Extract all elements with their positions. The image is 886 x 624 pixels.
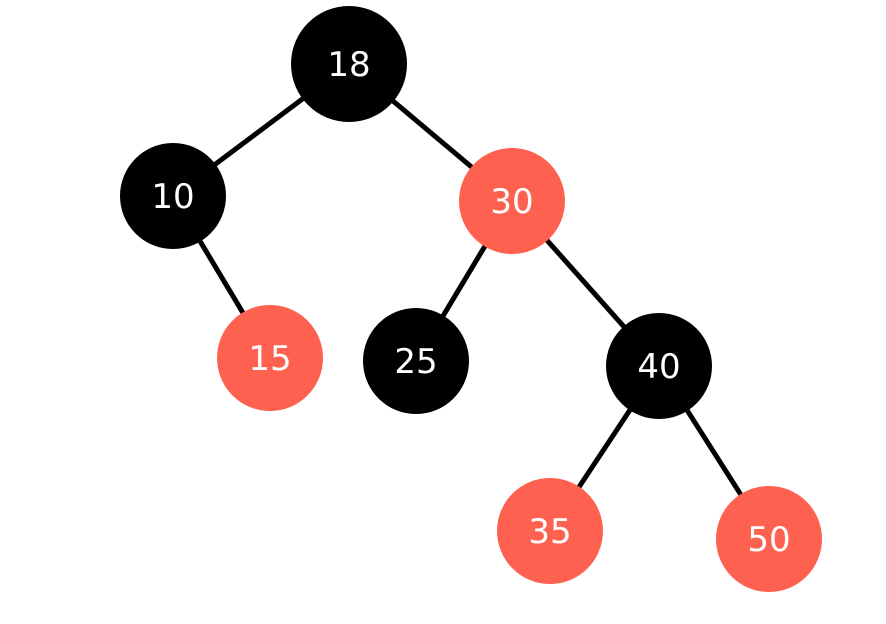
tree-nodes: 18 10 30 15 25 40 35 50 xyxy=(120,6,822,592)
node-label: 30 xyxy=(490,182,533,222)
red-node-circle xyxy=(459,148,565,254)
node-label: 18 xyxy=(327,45,370,85)
edge-30-40 xyxy=(541,234,630,333)
tree-node-40: 40 xyxy=(606,313,712,419)
tree-node-35: 35 xyxy=(497,478,603,584)
red-node-circle xyxy=(217,305,323,411)
node-label: 25 xyxy=(394,342,437,382)
tree-node-10: 10 xyxy=(120,143,226,249)
edge-40-35 xyxy=(573,403,636,494)
tree-edges xyxy=(194,93,746,501)
tree-node-25: 25 xyxy=(363,308,469,414)
edge-18-10 xyxy=(209,93,309,170)
node-label: 35 xyxy=(528,512,571,552)
node-label: 10 xyxy=(151,177,194,217)
edge-30-25 xyxy=(438,240,490,322)
black-node-circle xyxy=(120,143,226,249)
node-label: 15 xyxy=(248,339,291,379)
tree-node-15: 15 xyxy=(217,305,323,411)
edge-18-30 xyxy=(387,95,478,173)
tree-node-30: 30 xyxy=(459,148,565,254)
node-label: 40 xyxy=(637,347,680,387)
edge-40-50 xyxy=(682,404,746,501)
black-node-circle xyxy=(363,308,469,414)
black-node-circle xyxy=(291,6,407,122)
red-node-circle xyxy=(497,478,603,584)
tree-node-50: 50 xyxy=(716,486,822,592)
edge-10-15 xyxy=(194,235,249,319)
black-node-circle xyxy=(606,313,712,419)
tree-node-18: 18 xyxy=(291,6,407,122)
red-node-circle xyxy=(716,486,822,592)
node-label: 50 xyxy=(747,520,790,560)
